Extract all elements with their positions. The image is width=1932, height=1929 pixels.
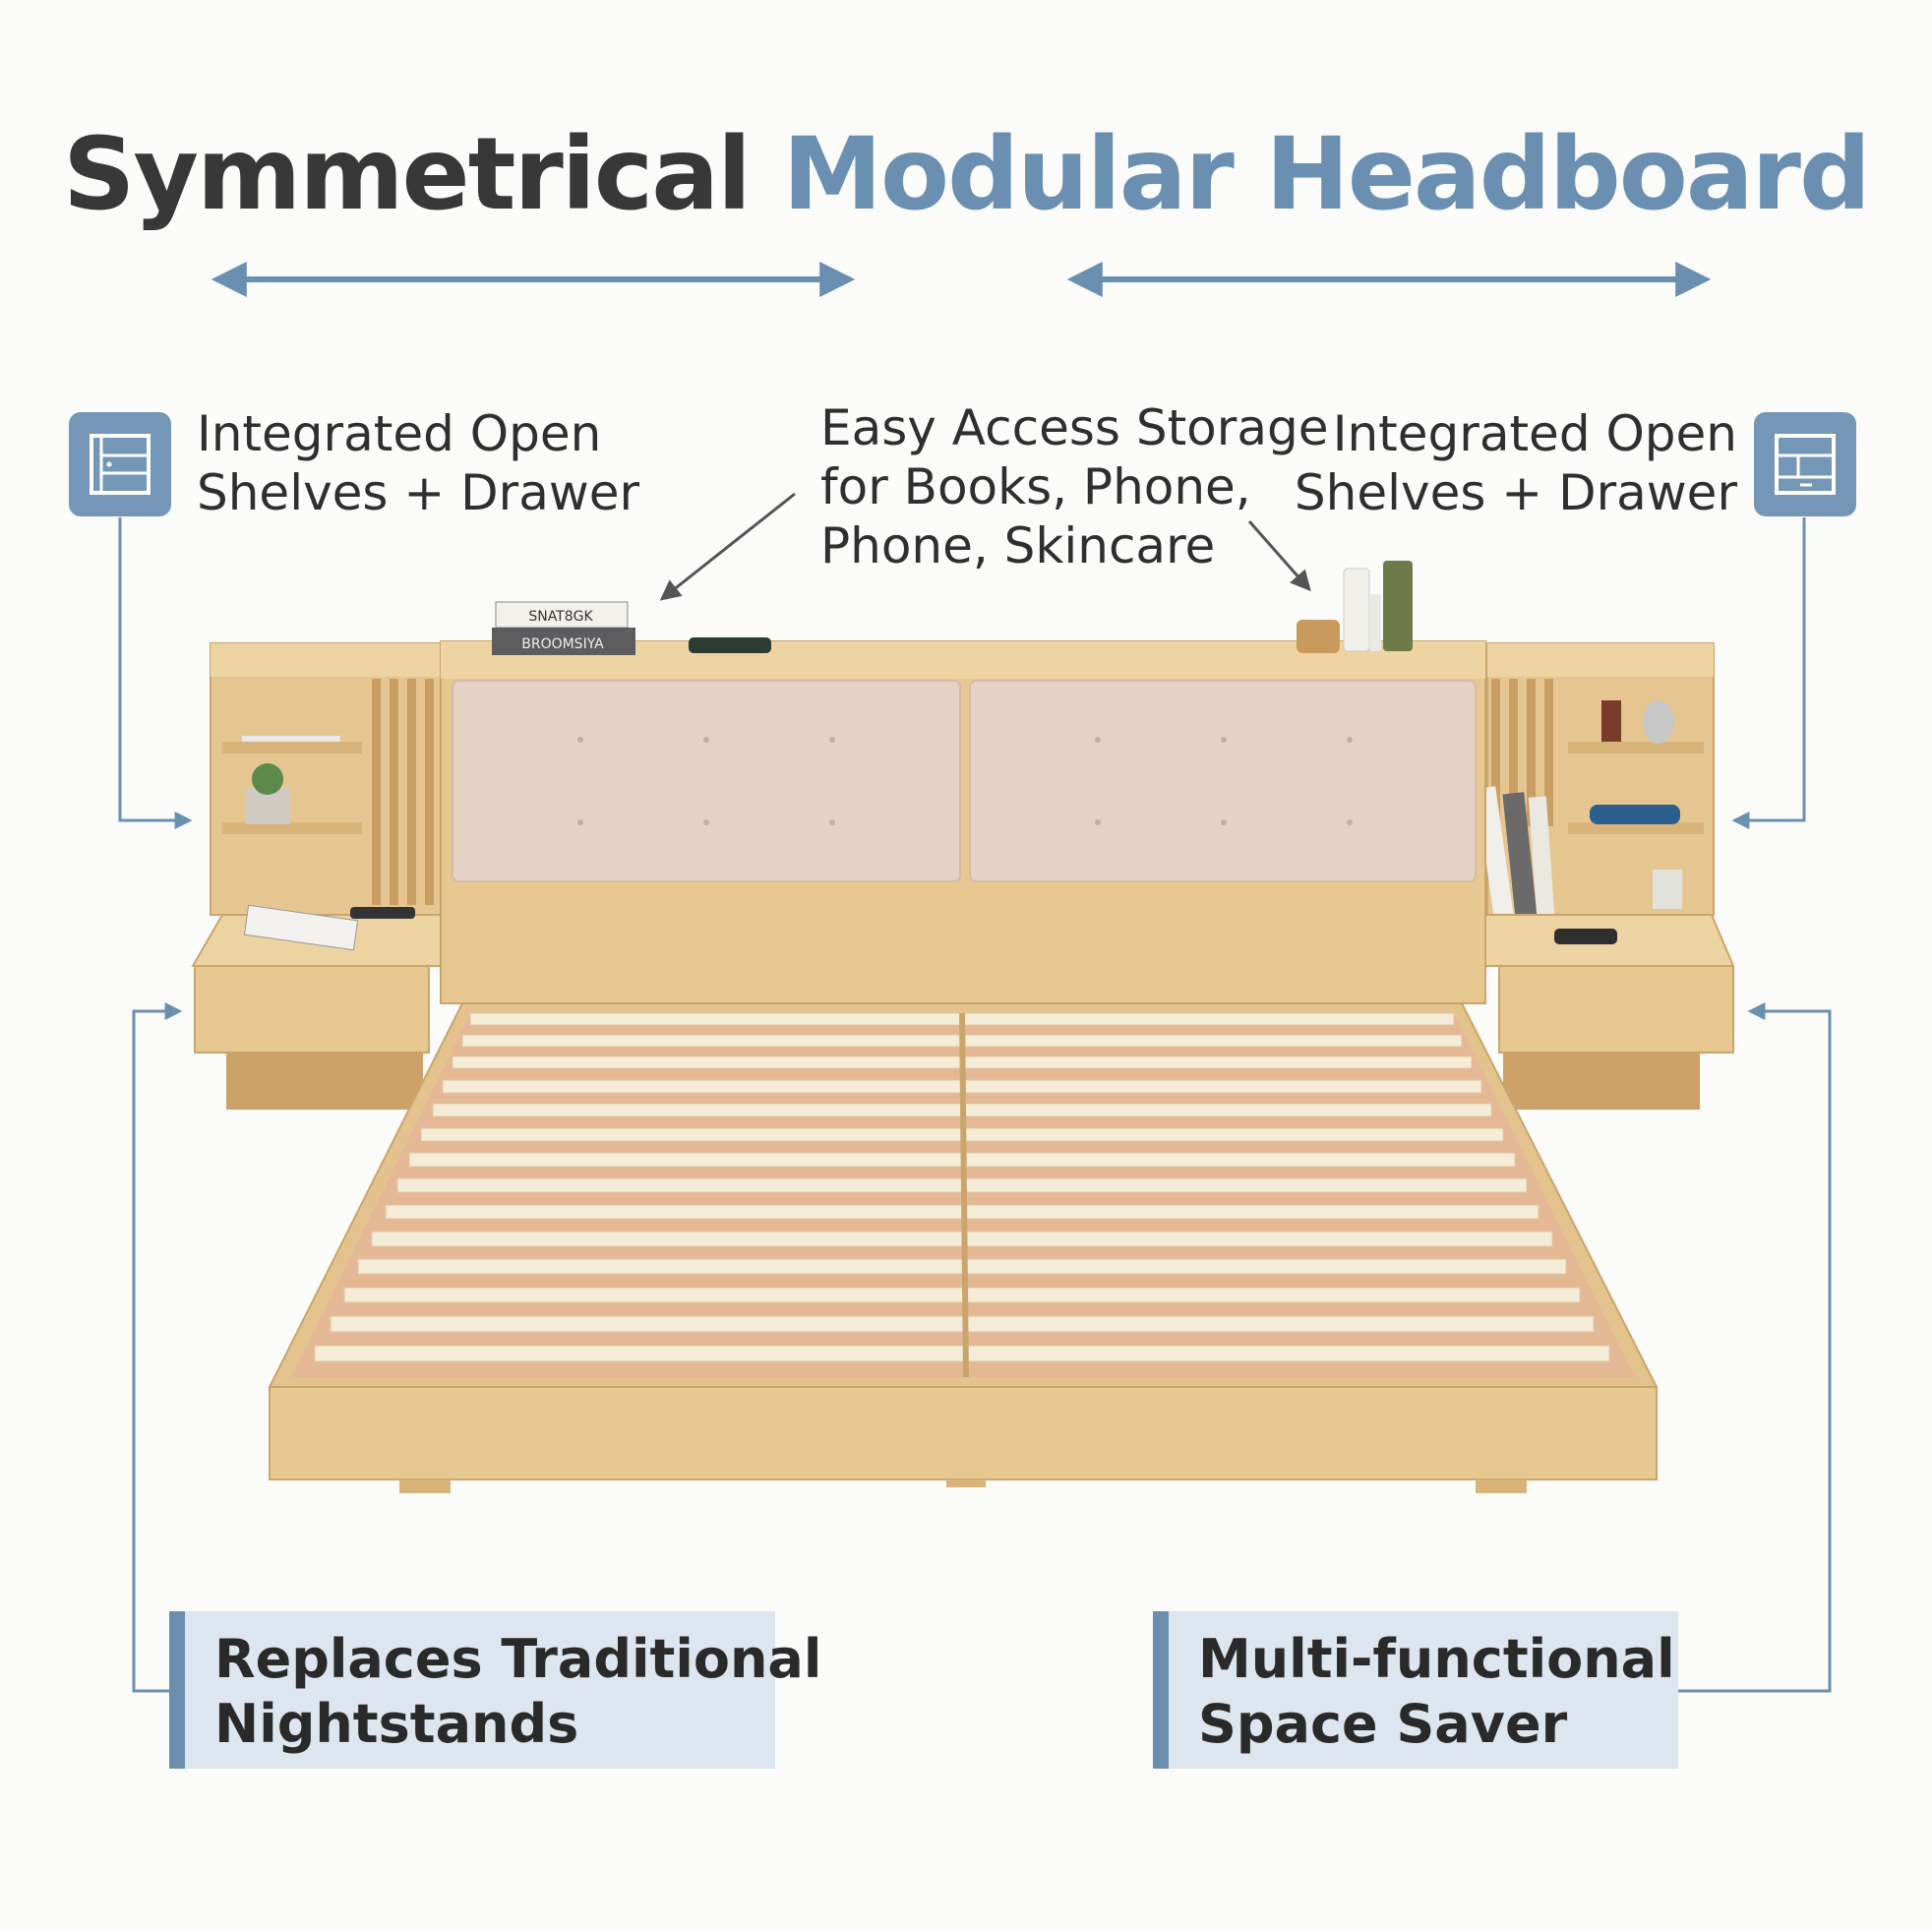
magazine	[243, 904, 359, 951]
cushion-left	[452, 680, 961, 882]
feature-left-text: Integrated Open Shelves + Drawer	[197, 404, 639, 522]
skincare-bottle	[1369, 594, 1381, 651]
cushion-right	[969, 680, 1477, 882]
shelf-icon	[69, 412, 171, 516]
center-pointer-left	[659, 492, 796, 601]
skincare-tube-1	[1343, 568, 1370, 652]
right-drawer	[1498, 965, 1734, 1054]
left-callout-leader	[132, 1002, 183, 1693]
phone-right	[1554, 929, 1617, 944]
leg-center	[946, 1479, 986, 1487]
book-bottom-spine: BROOMSIYA	[521, 636, 604, 652]
callout-right-line-1: Multi-functional	[1198, 1628, 1675, 1690]
page-title: Symmetrical Modular Headboard	[0, 116, 1932, 233]
callout-left-line-2: Nightstands	[214, 1693, 579, 1755]
perfume-bottle	[1601, 700, 1621, 742]
callout-left-line-1: Replaces Traditional	[214, 1628, 822, 1690]
book-top-spine: SNAT8GK	[528, 609, 593, 625]
left-side-unit	[210, 642, 457, 916]
book-bottom	[492, 628, 635, 655]
callout-left: Replaces Traditional Nightstands	[169, 1611, 822, 1769]
title-part-2: Modular Headboard	[782, 116, 1871, 233]
skincare-tube-2	[1383, 561, 1413, 651]
leg-right	[1476, 1479, 1527, 1493]
feature-center-line-3: Phone, Skincare	[820, 517, 1216, 574]
phone-left	[350, 907, 415, 919]
feature-center-line-1: Easy Access Storage	[820, 399, 1329, 456]
feature-right-line-2: Shelves + Drawer	[1294, 464, 1737, 521]
leg-left	[399, 1479, 451, 1493]
left-drawer	[194, 965, 430, 1054]
bed-frame-front	[269, 1386, 1658, 1480]
right-shelf-leader	[1731, 517, 1806, 829]
feature-right-line-1: Integrated Open	[1332, 405, 1737, 462]
callout-right-line-2: Space Saver	[1198, 1693, 1568, 1755]
phone-top	[689, 637, 771, 653]
cabinet-icon	[1754, 412, 1856, 516]
book-top	[495, 601, 629, 629]
feature-center-text: Easy Access Storage for Books, Phone, Ph…	[820, 398, 1328, 575]
center-pointer-right	[1247, 520, 1311, 592]
glass	[1653, 870, 1682, 909]
bed: SNAT8GK BROOMSIYA	[191, 561, 1735, 1493]
plant	[252, 763, 283, 795]
feature-center-line-2: for Books, Phone,	[820, 458, 1251, 515]
feature-left-line-1: Integrated Open	[197, 405, 602, 462]
left-shelf-leader	[118, 517, 193, 829]
right-callout-leader	[1678, 1002, 1832, 1693]
title-part-1: Symmetrical	[63, 116, 752, 233]
vase	[1643, 700, 1674, 744]
feature-right-text: Integrated Open Shelves + Drawer	[1295, 404, 1737, 522]
skincare-jar	[1297, 620, 1340, 653]
feature-left-line-2: Shelves + Drawer	[197, 464, 640, 521]
callout-right: Multi-functional Space Saver	[1153, 1611, 1678, 1769]
pouch	[1590, 805, 1680, 824]
